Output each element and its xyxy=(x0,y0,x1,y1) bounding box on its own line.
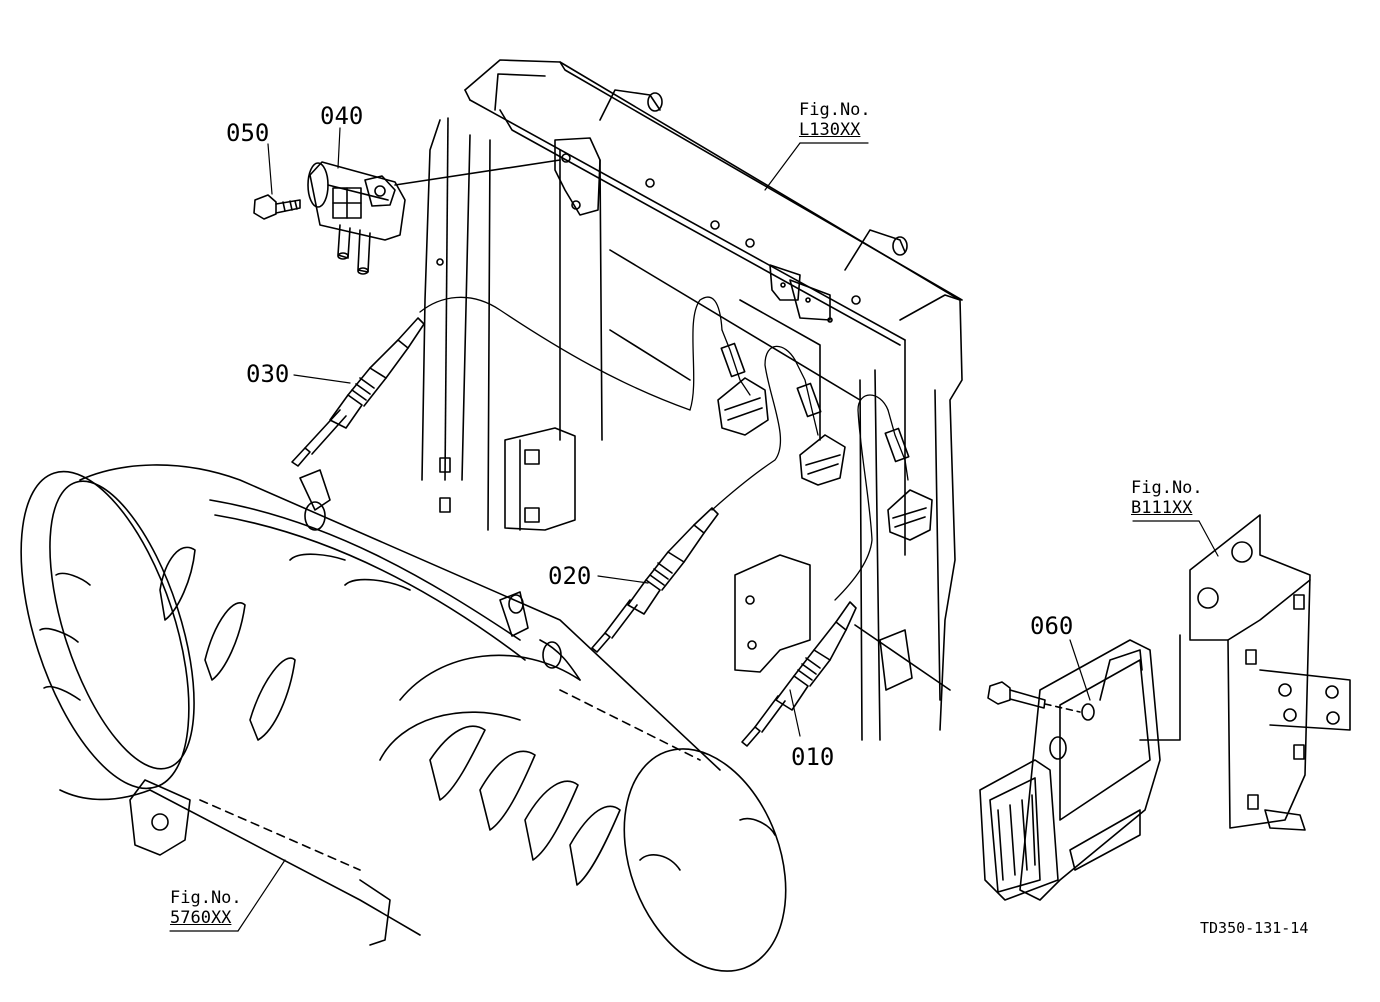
muffler-assembly xyxy=(0,451,815,993)
temperature-sensor-030 xyxy=(292,318,424,466)
part-label-030: 030 xyxy=(246,360,290,388)
figure-ref-l130[interactable]: Fig.No. L130XX xyxy=(799,100,871,140)
figure-ref-5760-code: 5760XX xyxy=(170,908,232,928)
part-label-050: 050 xyxy=(226,119,270,147)
figure-ref-b111[interactable]: Fig.No. B111XX xyxy=(1131,478,1203,518)
figure-ref-l130-code: L130XX xyxy=(799,120,861,140)
drawing-id: TD350-131-14 xyxy=(1200,919,1309,937)
figure-ref-l130-prefix: Fig.No. xyxy=(799,100,871,120)
figure-ref-b111-code: B111XX xyxy=(1131,498,1193,518)
figure-ref-b111-prefix: Fig.No. xyxy=(1131,478,1203,498)
mount-bracket xyxy=(1140,515,1350,830)
ecu-unit-060 xyxy=(980,640,1160,900)
bolt-050 xyxy=(254,195,300,219)
figure-ref-5760[interactable]: Fig.No. 5760XX xyxy=(170,888,242,928)
temperature-sensor-020 xyxy=(592,508,718,652)
leader-lines xyxy=(170,128,1218,931)
part-label-020: 020 xyxy=(548,562,592,590)
part-label-060: 060 xyxy=(1030,612,1074,640)
part-label-010: 010 xyxy=(791,743,835,771)
figure-ref-5760-prefix: Fig.No. xyxy=(170,888,242,908)
harness-connectors xyxy=(718,344,932,540)
temperature-sensor-010 xyxy=(742,602,856,746)
pressure-sensor-040 xyxy=(308,160,560,274)
part-label-040: 040 xyxy=(320,102,364,130)
wire-harness xyxy=(420,297,908,600)
bolt-060 xyxy=(988,682,1080,712)
